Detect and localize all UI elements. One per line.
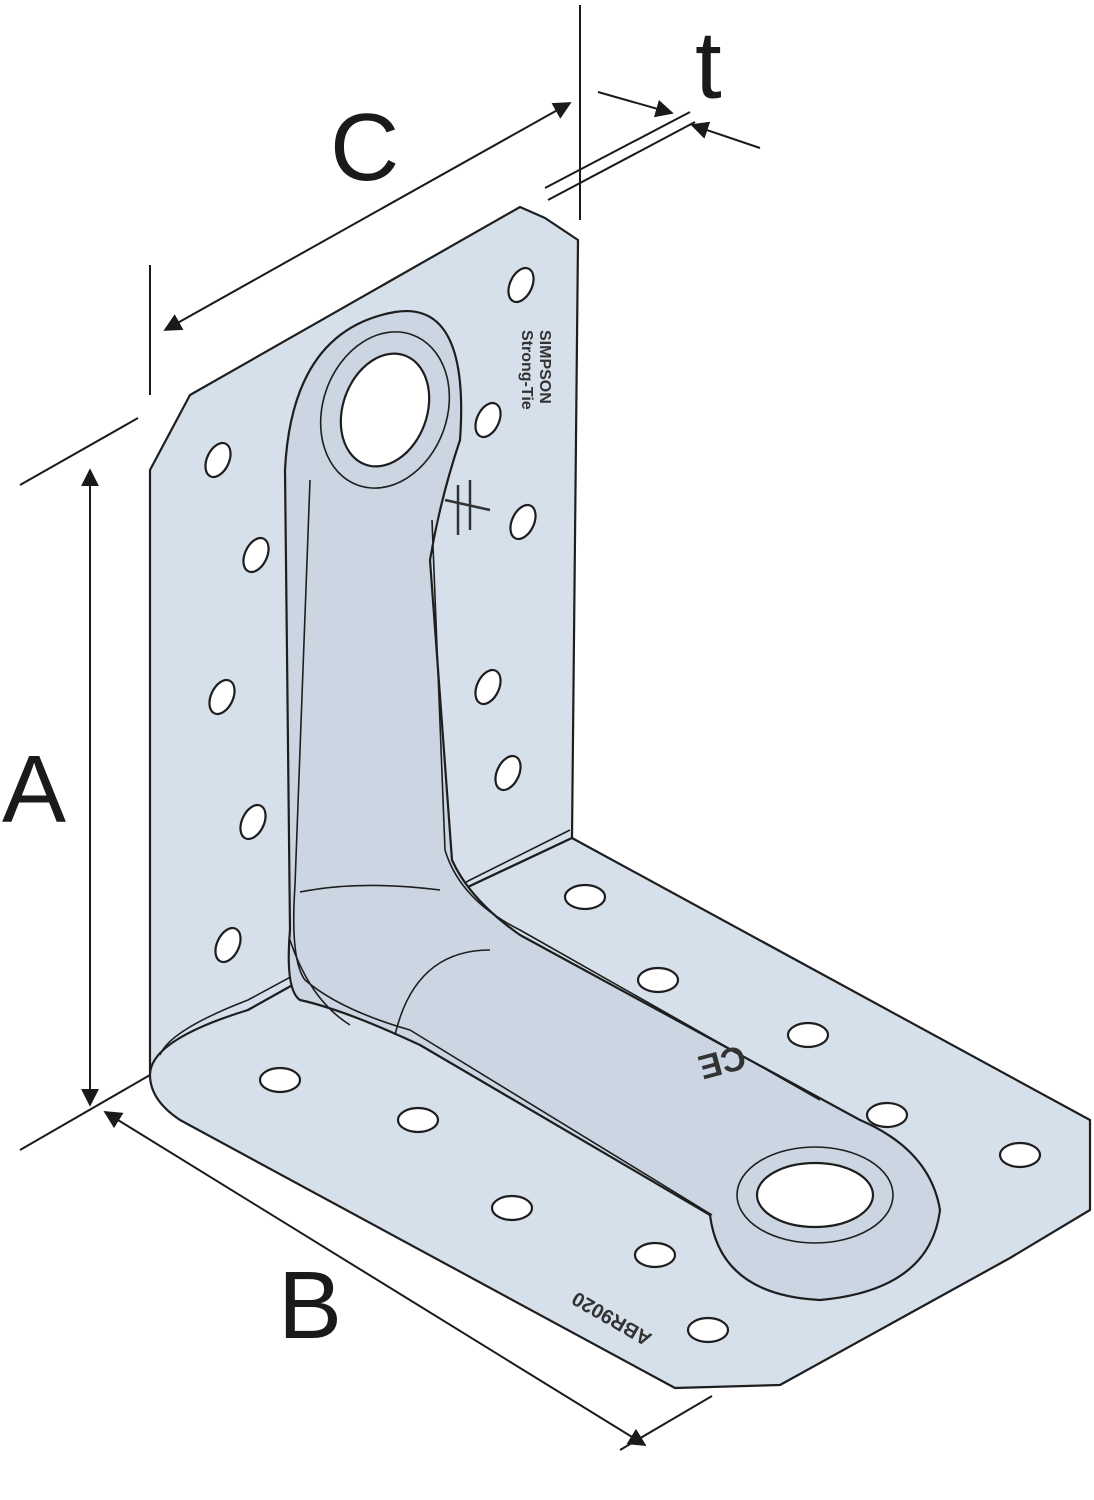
dimension-labels: A B C t xyxy=(2,12,722,1359)
nail-hole xyxy=(258,1066,302,1094)
nail-hole xyxy=(208,678,236,716)
dimension-t-arrow-left xyxy=(597,91,674,118)
nail-hole xyxy=(786,1021,830,1049)
dimension-label-b: B xyxy=(278,1252,342,1359)
nail-hole xyxy=(633,1241,677,1269)
nail-hole xyxy=(865,1101,909,1129)
extension-line xyxy=(619,1395,713,1451)
dimension-label-a: A xyxy=(2,736,66,843)
extension-line xyxy=(19,417,139,486)
nail-hole xyxy=(242,536,270,574)
nail-hole xyxy=(636,966,680,994)
nail-hole xyxy=(509,503,537,541)
nail-hole xyxy=(490,1194,534,1222)
nail-hole xyxy=(474,401,502,439)
bracket xyxy=(148,205,1092,1390)
rib-edge-right xyxy=(431,519,821,1101)
large-bolt-hole-top xyxy=(339,352,431,468)
dimension-t-arrow-right xyxy=(690,121,761,149)
rib-curve-2 xyxy=(394,949,491,1036)
extension-line xyxy=(19,1074,151,1151)
dimension-label-c: C xyxy=(330,94,399,201)
large-bolt-hole-top-rim xyxy=(319,331,451,489)
nail-hole xyxy=(563,883,607,911)
extension-line xyxy=(544,111,691,189)
rib-curve-1 xyxy=(299,884,441,893)
brand-text-line-1: SIMPSON xyxy=(536,330,553,404)
nail-hole xyxy=(494,754,522,792)
nail-holes-vertical xyxy=(204,266,537,964)
dimension-b-line xyxy=(103,1111,647,1446)
brand-text-line-2: Strong-Tie xyxy=(518,330,535,410)
nail-hole xyxy=(474,668,502,706)
nail-hole xyxy=(214,926,242,964)
large-bolt-hole-bottom-rim xyxy=(736,1146,894,1244)
nail-hole xyxy=(998,1141,1042,1169)
dimension-lines xyxy=(19,5,761,1451)
hash-mark-icon xyxy=(444,480,491,535)
dimension-c-line xyxy=(163,102,572,331)
dimension-label-t: t xyxy=(695,12,722,119)
bend-line xyxy=(159,829,571,1056)
nail-hole xyxy=(239,803,267,841)
extension-line xyxy=(547,121,696,201)
rib-curve-3 xyxy=(289,939,351,1026)
nail-hole xyxy=(204,441,232,479)
nail-hole xyxy=(396,1106,440,1134)
large-bolt-hole-bottom xyxy=(755,1161,875,1229)
nail-hole xyxy=(686,1316,730,1344)
rib-edge-left xyxy=(292,479,713,1216)
